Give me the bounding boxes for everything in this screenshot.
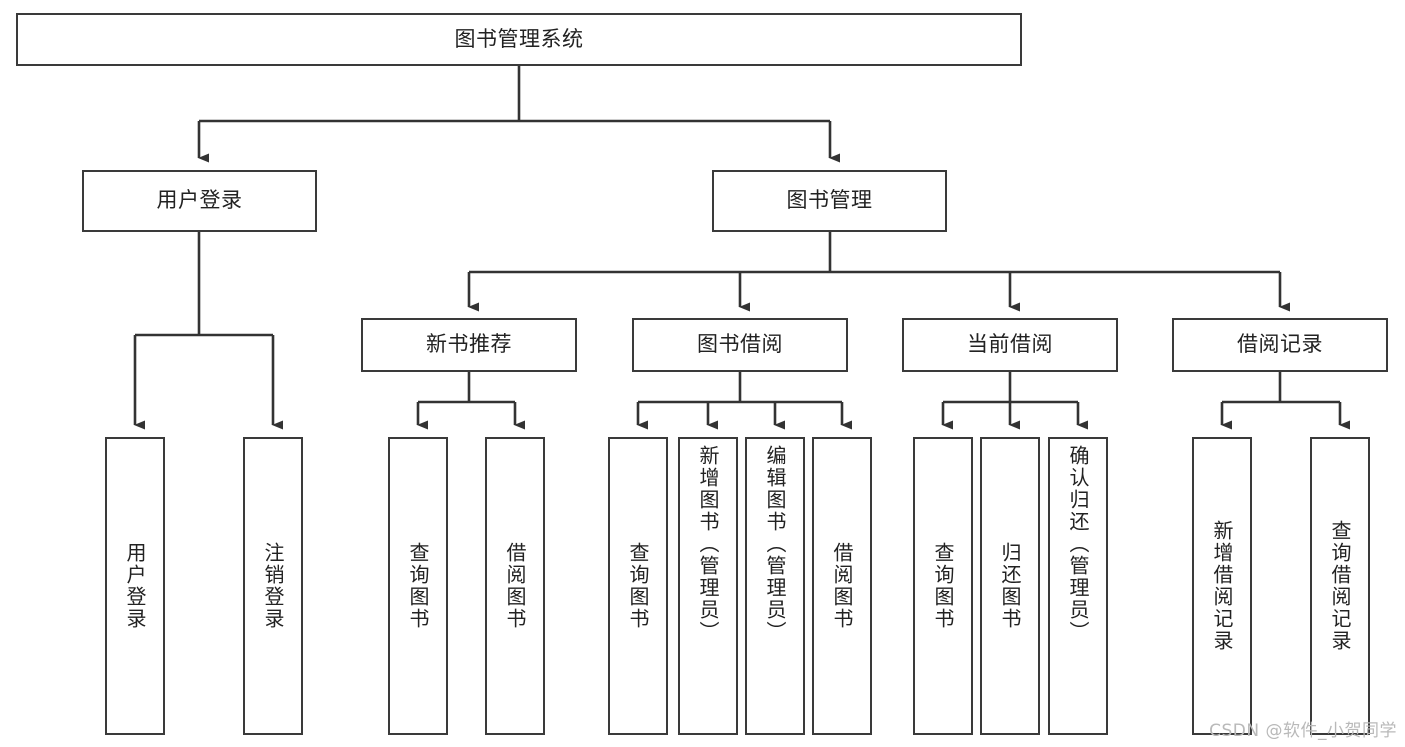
leaf-new-book-query[interactable]: 查询图书 — [388, 437, 448, 735]
leaf-borrow-add-book-admin[interactable]: 新增图书（管理员） — [678, 437, 738, 735]
leaf-current-query[interactable]: 查询图书 — [913, 437, 973, 735]
node-book-borrow[interactable]: 图书借阅 — [632, 318, 848, 372]
leaf-label: 新增图书（管理员） — [696, 445, 720, 643]
leaf-user-login-login[interactable]: 用户登录 — [105, 437, 165, 735]
node-root[interactable]: 图书管理系统 — [16, 13, 1022, 66]
leaf-new-book-borrow[interactable]: 借阅图书 — [485, 437, 545, 735]
node-book-borrow-label: 图书借阅 — [697, 332, 783, 357]
node-current-borrow-label: 当前借阅 — [967, 332, 1053, 357]
leaf-label: 查询图书 — [626, 542, 650, 630]
leaf-label: 用户登录 — [123, 542, 147, 630]
leaf-current-return[interactable]: 归还图书 — [980, 437, 1040, 735]
node-root-label: 图书管理系统 — [454, 26, 584, 51]
leaf-borrow-edit-book-admin[interactable]: 编辑图书（管理员） — [745, 437, 805, 735]
node-user-login[interactable]: 用户登录 — [82, 170, 317, 232]
leaf-label: 编辑图书（管理员） — [763, 445, 787, 643]
node-book-management[interactable]: 图书管理 — [712, 170, 947, 232]
leaf-label: 查询图书 — [406, 542, 430, 630]
leaf-label: 借阅图书 — [830, 542, 854, 630]
leaf-record-add[interactable]: 新增借阅记录 — [1192, 437, 1252, 735]
node-borrow-record-label: 借阅记录 — [1237, 332, 1323, 357]
leaf-label: 查询借阅记录 — [1328, 520, 1352, 652]
leaf-label: 确认归还（管理员） — [1066, 445, 1090, 643]
leaf-label: 查询图书 — [931, 542, 955, 630]
node-user-login-label: 用户登录 — [156, 188, 243, 213]
leaf-record-query[interactable]: 查询借阅记录 — [1310, 437, 1370, 735]
leaf-current-confirm-return-admin[interactable]: 确认归还（管理员） — [1048, 437, 1108, 735]
leaf-label: 归还图书 — [998, 542, 1022, 630]
leaf-label: 新增借阅记录 — [1210, 520, 1234, 652]
leaf-label: 借阅图书 — [503, 542, 527, 630]
leaf-borrow-query[interactable]: 查询图书 — [608, 437, 668, 735]
node-new-book-recommend[interactable]: 新书推荐 — [361, 318, 577, 372]
leaf-user-login-logout[interactable]: 注销登录 — [243, 437, 303, 735]
node-new-book-recommend-label: 新书推荐 — [426, 332, 512, 357]
watermark-text: CSDN @软件_小贺同学 — [1209, 721, 1397, 741]
node-current-borrow[interactable]: 当前借阅 — [902, 318, 1118, 372]
leaf-borrow-borrow-book[interactable]: 借阅图书 — [812, 437, 872, 735]
node-borrow-record[interactable]: 借阅记录 — [1172, 318, 1388, 372]
node-book-management-label: 图书管理 — [786, 188, 873, 213]
leaf-label: 注销登录 — [261, 542, 285, 630]
